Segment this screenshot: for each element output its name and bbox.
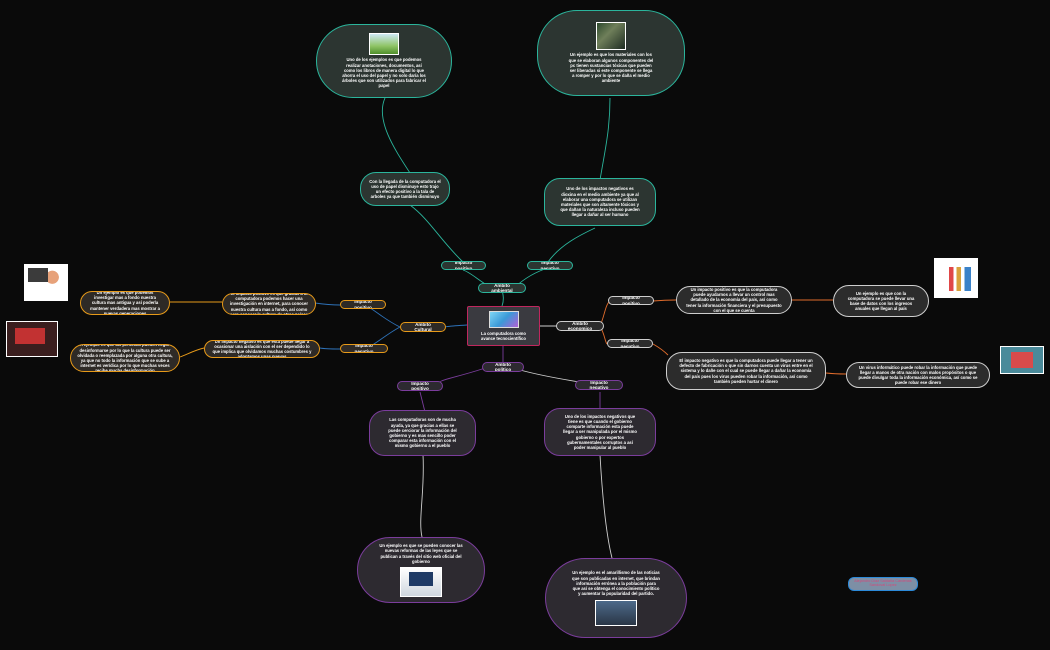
impact-eco-negative[interactable]: Impacto negativo [607, 339, 653, 348]
branch-cultural[interactable]: Ámbito Cultural [400, 322, 446, 332]
eco-positive-description[interactable]: Un impacto positivo es que la computador… [676, 286, 792, 314]
env-positive-description[interactable]: Con la llegada de la computadora el uso … [360, 172, 450, 206]
finance-chart-bars [949, 267, 971, 291]
branch-ambiental[interactable]: Ámbito ambiental [478, 283, 526, 293]
laptop-photo [400, 566, 442, 597]
branch-economico[interactable]: Ámbito economico [556, 321, 604, 331]
pol-negative-example[interactable]: Un ejemplo es el amarillismo de las noti… [545, 558, 687, 638]
pol-positive-description[interactable]: Las computadoras son de mucha ayuda, ya … [369, 410, 476, 456]
env-negative-description[interactable]: Uno de los impactos negativos es dioxina… [544, 178, 656, 226]
authors-note[interactable]: Alejandro Díaz Saldaña Cárdenas Sandoval… [848, 577, 918, 591]
news-room-photo [595, 599, 637, 626]
electronic-waste-photo [596, 22, 626, 51]
fake-news-laptop-image [6, 321, 58, 357]
branch-politico[interactable]: Ámbito político [482, 362, 524, 372]
virus-alert-image [1000, 346, 1044, 374]
impact-env-negative[interactable]: Impacto negativo [527, 261, 573, 270]
env-negative-example[interactable]: Un ejemplo es que los materiales con los… [537, 10, 685, 96]
trees-photo [369, 33, 399, 56]
cul-positive-description[interactable]: El impacto positivo es que gracias a la … [222, 293, 316, 315]
cul-negative-example[interactable]: Un ejemplo es que las personas pueden ll… [70, 344, 180, 372]
girl-with-laptop-image [24, 264, 68, 301]
impact-pol-positive[interactable]: Impacto positivo [397, 381, 443, 391]
pol-negative-description[interactable]: Uno de los impactos negativos que tiene … [544, 408, 656, 456]
central-topic-label: La computadora como avance tecnocientífi… [481, 330, 526, 341]
girl-laptop-screen [28, 268, 48, 282]
impact-env-positive[interactable]: Impacto positivo [441, 261, 486, 270]
finance-chart-image [934, 258, 978, 298]
pol-positive-example[interactable]: Un ejemplo es que se pueden conocer las … [357, 537, 485, 603]
impact-eco-positive[interactable]: Impacto positivo [608, 296, 654, 305]
eco-positive-example[interactable]: Un ejemplo es que con la computadora se … [833, 285, 929, 317]
laptop-photo-screen [409, 571, 433, 586]
fake-news-screen [15, 328, 45, 344]
cul-positive-example[interactable]: Un ejemplo es que podemos investigar mas… [80, 291, 170, 315]
eco-negative-example[interactable]: Un virus informático puede robar la info… [846, 362, 990, 388]
cul-negative-description[interactable]: Un impacto negativo es que esta puede ll… [204, 340, 320, 358]
env-positive-example[interactable]: Uno de los ejemplos es que podemos reali… [316, 24, 452, 98]
central-topic[interactable]: La computadora como avance tecnocientífi… [467, 306, 540, 346]
impact-cul-positive[interactable]: Impacto positivo [340, 300, 386, 309]
impact-pol-negative[interactable]: Impacto negativo [575, 380, 623, 390]
eco-negative-description[interactable]: El impacto negativo es que la computador… [666, 352, 826, 390]
virus-alert-screen [1011, 352, 1033, 368]
central-topic-image [488, 311, 519, 328]
impact-cul-negative[interactable]: Impacto negativo [340, 344, 388, 353]
